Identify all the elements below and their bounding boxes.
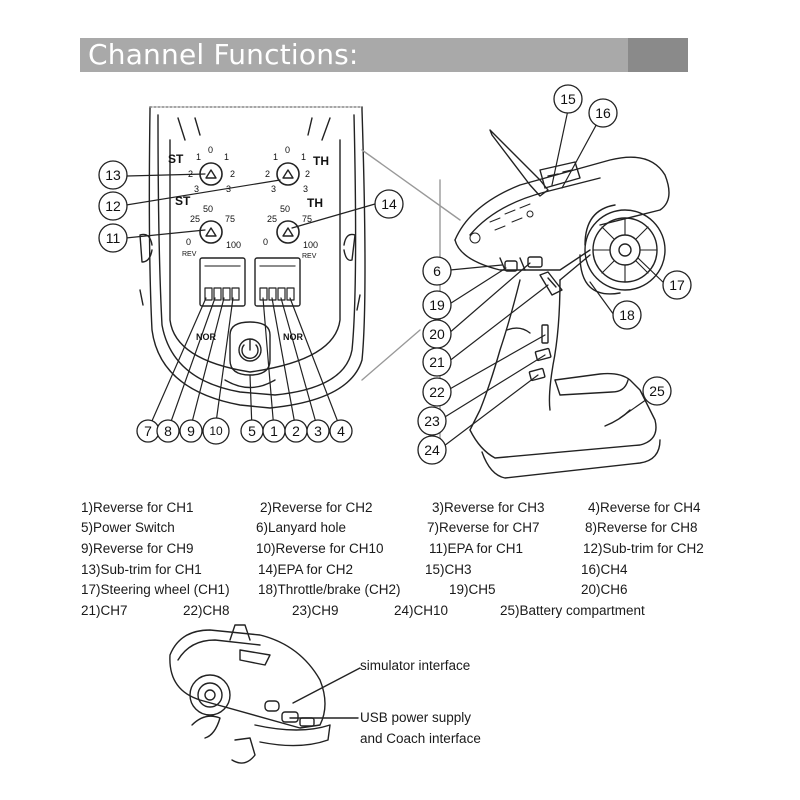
rev-labels: REV REV [182,251,317,260]
svg-text:3: 3 [271,184,276,194]
svg-text:2: 2 [305,169,310,179]
svg-text:100: 100 [226,240,241,250]
callout-2: 2 [292,423,300,439]
st-top-label: ST [168,152,184,166]
callout-9: 9 [187,423,195,439]
callout-3: 3 [314,423,322,439]
svg-text:75: 75 [225,214,235,224]
left-panel-illustration [139,106,461,409]
svg-text:NOR: NOR [283,332,304,342]
callout-23: 23 [424,413,440,429]
callout-19: 19 [429,297,445,313]
callout-21: 21 [429,354,445,370]
callout-20: 20 [429,326,445,342]
svg-text:3: 3 [194,184,199,194]
svg-text:0: 0 [208,145,213,155]
header-bar [80,38,688,72]
callout-16: 16 [595,105,611,121]
svg-text:0: 0 [263,237,268,247]
callout-18: 18 [619,307,635,323]
callout-24: 24 [424,442,440,458]
svg-text:75: 75 [302,214,312,224]
svg-text:REV: REV [302,253,317,260]
callout-25: 25 [649,383,665,399]
knob-scales: 0 1 1 2 2 3 3 0 1 1 2 2 3 3 50 25 75 0 1… [186,145,318,250]
header-bar-accent [628,38,688,72]
callout-14: 14 [381,196,397,212]
svg-text:2: 2 [230,169,235,179]
svg-text:REV: REV [182,251,197,258]
svg-text:1: 1 [196,152,201,162]
svg-text:2: 2 [265,169,270,179]
callout-8: 8 [164,423,172,439]
callout-6: 6 [433,263,441,279]
svg-text:50: 50 [280,204,290,214]
svg-text:1: 1 [224,152,229,162]
callout-7: 7 [144,423,152,439]
callout-22: 22 [429,384,445,400]
st-bottom-label: ST [175,194,191,208]
svg-text:25: 25 [267,214,277,224]
callout-1: 1 [270,423,278,439]
callout-5: 5 [248,423,256,439]
svg-text:3: 3 [226,184,231,194]
callout-11: 11 [106,230,121,246]
callout-12: 12 [105,198,121,214]
bottom-device-illustration [169,624,361,764]
svg-text:25: 25 [190,214,200,224]
knob-labels: ST TH ST TH [168,152,329,210]
callout-17: 17 [669,277,685,293]
callout-4: 4 [337,423,345,439]
usb-power-label: USB power supply [360,710,472,725]
svg-text:0: 0 [186,237,191,247]
page-title: Channel Functions: [88,38,359,71]
coach-interface-label: and Coach interface [360,731,481,746]
nor-labels: NOR NOR [196,332,304,342]
svg-text:2: 2 [188,169,193,179]
th-bottom-label: TH [307,196,323,210]
callout-13: 13 [105,167,121,183]
callout-circles [98,84,692,465]
svg-text:3: 3 [303,184,308,194]
svg-text:50: 50 [203,204,213,214]
svg-text:0: 0 [285,145,290,155]
callout-15: 15 [560,91,576,107]
svg-text:NOR: NOR [196,332,217,342]
svg-text:1: 1 [273,152,278,162]
th-top-label: TH [313,154,329,168]
svg-text:1: 1 [301,152,306,162]
simulator-interface-label: simulator interface [360,658,471,673]
svg-text:100: 100 [303,240,318,250]
callout-10: 10 [209,424,223,438]
